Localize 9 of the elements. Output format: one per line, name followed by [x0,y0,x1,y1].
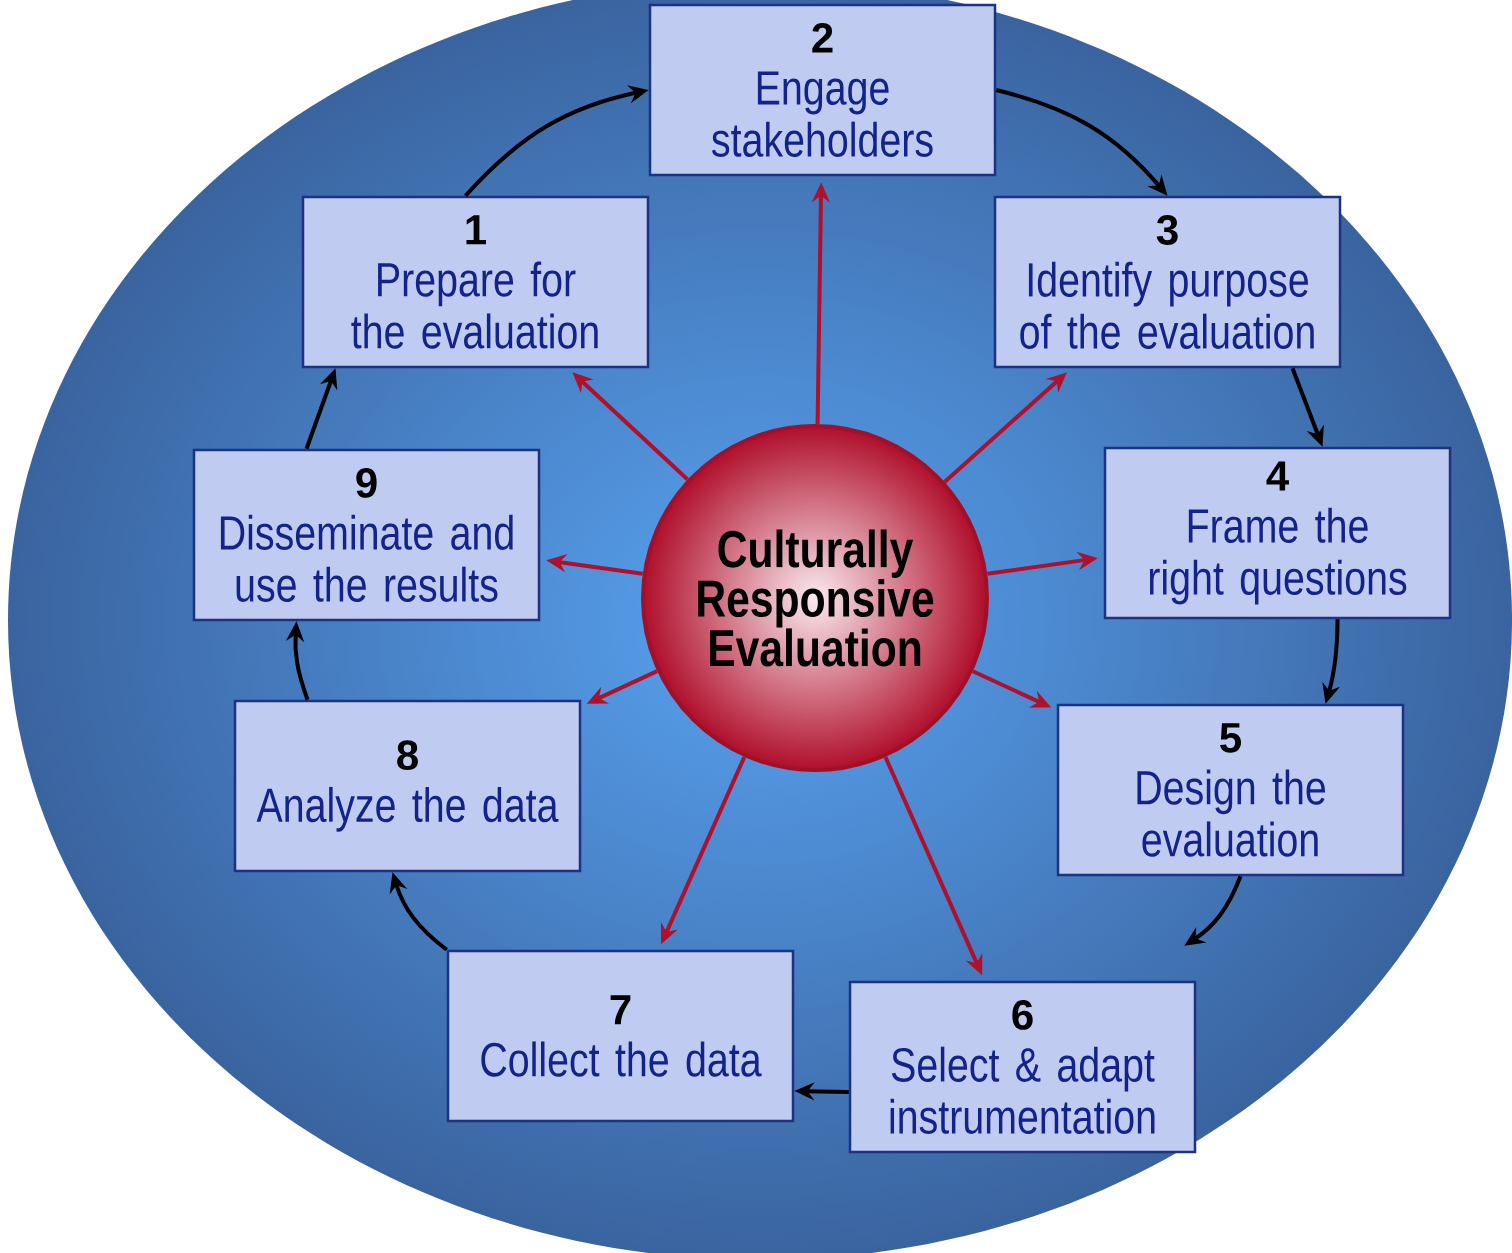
step-box: 1 Prepare for the evaluation [301,195,650,369]
step-box: 7 Collect the data [446,949,795,1123]
step-box: 9 Disseminate and use the results [192,448,541,622]
step-box: 6 Select & adapt instrumentation [848,980,1197,1154]
step-box: 4 Frame the right questions [1103,446,1452,620]
step-box: 5 Design the evaluation [1056,703,1405,877]
step-box: 2 Engage stakeholders [648,3,997,177]
step-box: 8 Analyze the data [233,699,582,873]
step-box: 3 Identify purpose of the evaluation [993,195,1342,369]
